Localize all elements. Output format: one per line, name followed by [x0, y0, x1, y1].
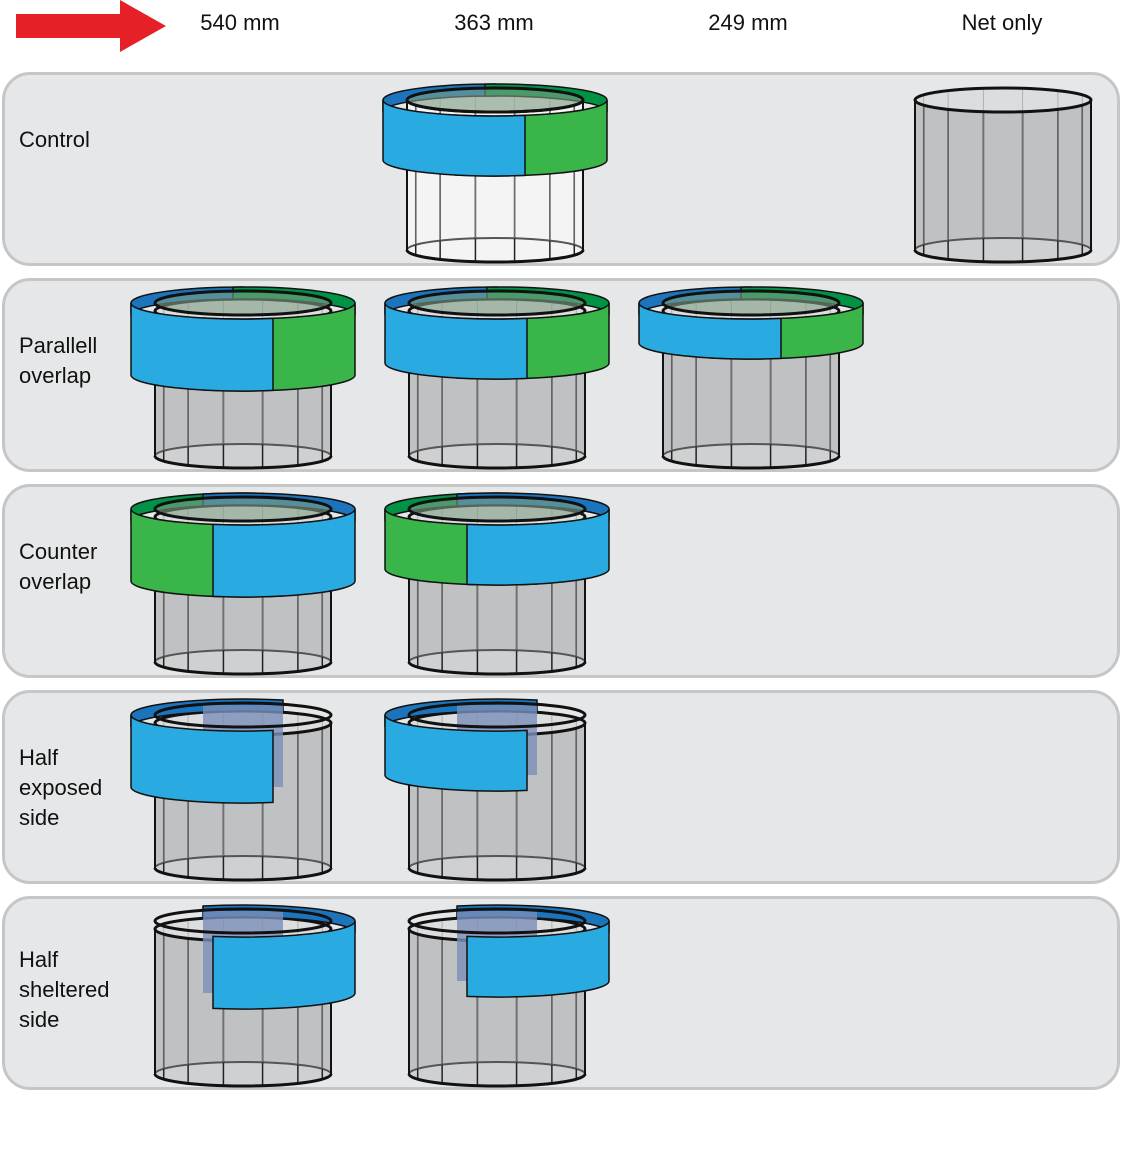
row-control: Control	[2, 72, 1120, 266]
band-half-sheltered	[407, 904, 610, 998]
row-label-line: Half	[19, 947, 59, 972]
row-half-sheltered-side: Half sheltered side	[2, 896, 1120, 1090]
wind-direction-arrow-icon	[16, 0, 166, 52]
band-parallel	[130, 286, 356, 392]
row-half-exposed-side: Half exposed side	[2, 690, 1120, 884]
row-label-line: side	[19, 805, 60, 830]
row-label: Control	[19, 125, 90, 155]
row-label: Half exposed side	[19, 743, 102, 833]
band-parallel	[638, 286, 864, 360]
band-parallel	[382, 83, 608, 177]
row-label: Half sheltered side	[19, 945, 110, 1035]
band-half-exposed	[130, 698, 333, 804]
row-label-line: side	[19, 1007, 60, 1032]
band-half-exposed	[384, 698, 587, 792]
band-half-sheltered	[153, 904, 356, 1010]
band-counter	[384, 492, 610, 586]
band-parallel	[384, 286, 610, 380]
column-header-540: 540 mm	[200, 10, 280, 35]
column-header-363: 363 mm	[454, 10, 534, 35]
band-counter	[130, 492, 356, 598]
row-label-line: sheltered	[19, 977, 110, 1002]
column-header-net-only: Net only	[961, 10, 1043, 35]
net-cylinder	[913, 86, 1093, 264]
row-label-line: Parallell	[19, 333, 98, 358]
row-counter-overlap: Counter overlap	[2, 484, 1120, 678]
row-label: Parallell overlap	[19, 331, 97, 391]
row-label-line: exposed	[19, 775, 103, 800]
row-label: Counter overlap	[19, 537, 97, 597]
row-label-line: overlap	[19, 363, 92, 388]
row-label-line: Half	[19, 745, 59, 770]
row-label-line: overlap	[19, 569, 92, 594]
row-label-line: Counter	[19, 539, 98, 564]
row-label-line: Control	[19, 127, 90, 152]
column-header-249: 249 mm	[708, 10, 788, 35]
row-parallel-overlap: Parallell overlap	[2, 278, 1120, 472]
